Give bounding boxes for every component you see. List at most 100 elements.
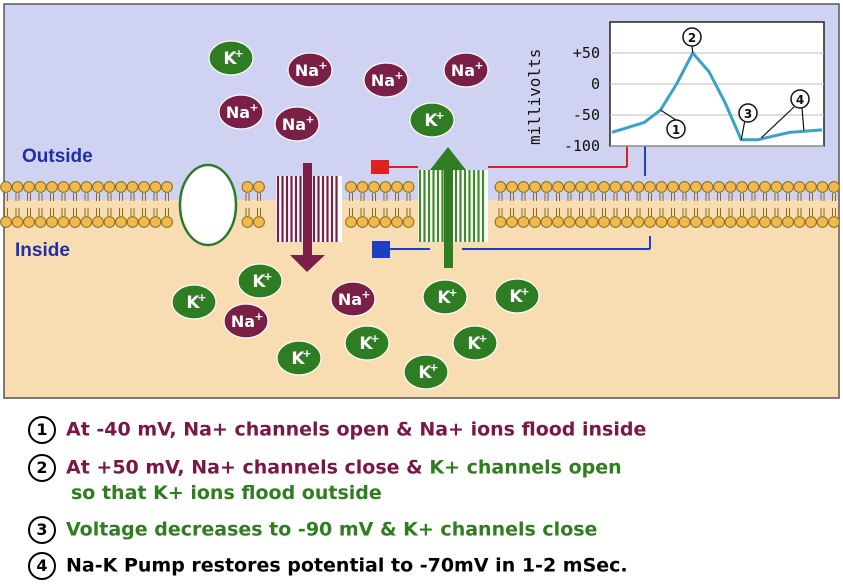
note-text: At -40 mV, Na+ channels open & Na+ ions … [66, 418, 647, 441]
note-text: Voltage decreases to -90 mV & K+ channel… [66, 518, 598, 541]
ion-label: K [223, 49, 237, 69]
lipid-head [586, 181, 599, 193]
lipid-head [494, 181, 507, 193]
lipid-head [598, 216, 610, 228]
lipid-head [126, 181, 139, 193]
lipid-head [34, 181, 47, 193]
ion-group: K+Na+Na+Na+Na+Na+K+K+K+Na+K+K+Na+K+K+K+K… [171, 40, 540, 390]
lipid-head [506, 216, 518, 228]
ion-label: K [424, 111, 438, 131]
tick-minus50: -50 [573, 106, 600, 124]
lipid-head [782, 181, 794, 193]
lipid-head [713, 181, 725, 193]
lipid-head [517, 181, 530, 193]
lipid-head [379, 216, 392, 228]
lipid-head [540, 216, 553, 228]
potassium-ion: K+ [276, 340, 322, 376]
lipid-head [161, 216, 173, 228]
lipid-head [759, 181, 771, 193]
membrane-diagram: Outside Inside K+Na+Na+Na+Na+Na+K+K+K+Na… [0, 3, 840, 399]
lipid-head [103, 181, 116, 193]
lipid-head [57, 216, 70, 228]
graph-marker-3: 3 [738, 103, 758, 140]
lipid-head [57, 181, 70, 193]
lipid-head [80, 181, 93, 193]
ion-charge: + [254, 310, 263, 323]
lipid-head [69, 216, 81, 228]
ion-charge: + [448, 286, 457, 299]
ion-label: K [418, 363, 432, 383]
lipid-head [816, 216, 829, 228]
lipid-head [11, 216, 24, 228]
lipid-head [241, 181, 254, 193]
lipid-head [253, 181, 265, 193]
lipid-head [115, 181, 127, 193]
sodium-ion: Na+ [223, 303, 269, 339]
lipid-head [701, 181, 714, 193]
lipid-head [644, 216, 656, 228]
potassium-ion: K+ [452, 325, 498, 361]
potassium-ion: K+ [208, 40, 254, 76]
lipid-head [149, 216, 162, 228]
lipid-head [759, 216, 771, 228]
tick-minus100: -100 [564, 137, 600, 155]
lipid-head [736, 216, 748, 228]
note-text: At +50 mV, Na+ channels close & [66, 456, 430, 479]
ion-label: Na [338, 290, 362, 309]
ion-label: K [252, 272, 266, 292]
ion-charge: + [478, 332, 487, 345]
note-number: 4 [28, 552, 56, 580]
lipid-head [701, 216, 714, 228]
ion-label: Na [231, 312, 255, 331]
lipid-head [345, 216, 357, 228]
ion-charge: + [361, 288, 370, 301]
lipid-head [46, 181, 58, 193]
ion-charge: + [234, 47, 243, 60]
lipid-head [667, 181, 679, 193]
tick-plus50: +50 [573, 44, 600, 62]
lipid-head [621, 181, 633, 193]
note-number: 1 [28, 416, 56, 444]
lipid-head [563, 181, 576, 193]
lipid-head [356, 216, 369, 228]
lipid-head [828, 181, 840, 193]
lipid-head [644, 181, 656, 193]
lipid-head [34, 216, 47, 228]
note-text: Na-K Pump restores potential to -70mV in… [66, 554, 628, 577]
lipid-head [517, 216, 530, 228]
potassium-ion: K+ [171, 284, 217, 320]
lipid-head [575, 181, 587, 193]
lipid-head [402, 216, 415, 228]
lipid-head [609, 181, 622, 193]
lipid-head [563, 216, 576, 228]
potassium-ion: K+ [409, 102, 455, 138]
ion-label: K [359, 334, 373, 354]
red-sensor [371, 146, 628, 174]
lipid-head [69, 181, 81, 193]
lipid-head [368, 181, 380, 193]
ion-charge: + [520, 285, 529, 298]
lipid-head [92, 181, 104, 193]
lipid-head [368, 216, 380, 228]
lipid-head [23, 181, 35, 193]
graph-marker-label: 2 [688, 31, 696, 45]
sodium-ion: Na+ [363, 62, 409, 98]
lipid-head [529, 181, 541, 193]
lipid-head [103, 216, 116, 228]
graph-marker-4: 4 [760, 89, 810, 139]
lipid-head [138, 181, 150, 193]
ion-charge: + [435, 109, 444, 122]
lipid-head [161, 181, 173, 193]
pump-protein [178, 163, 238, 247]
outside-label: Outside [22, 146, 93, 167]
lipid-head [793, 216, 806, 228]
tick-zero: 0 [591, 75, 600, 93]
ion-label: Na [295, 61, 319, 80]
lipid-head [690, 181, 702, 193]
note-text: K+ channels open [429, 456, 622, 479]
lipid-head [586, 216, 599, 228]
lipid-head [805, 181, 817, 193]
graph-marker-2: 2 [682, 27, 702, 54]
lipid-head [241, 216, 254, 228]
lipid-head [92, 216, 104, 228]
